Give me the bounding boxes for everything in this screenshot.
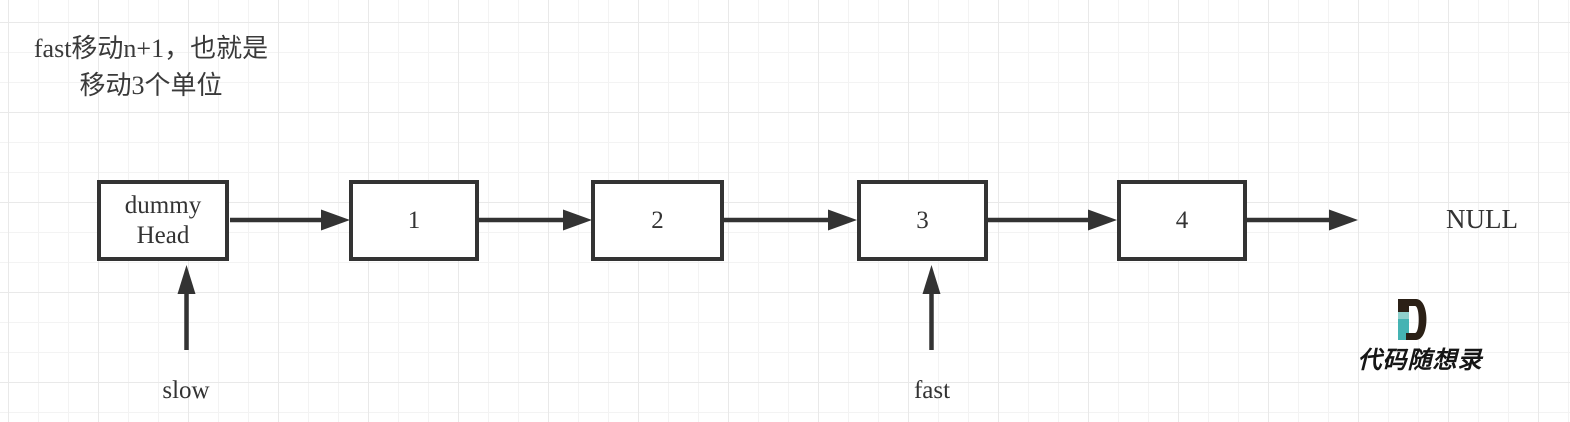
node-4: 4 (1117, 180, 1247, 261)
next-arrow-4-icon (987, 209, 1117, 231)
slow-pointer-label: slow (162, 377, 210, 404)
next-arrow-2-icon (478, 209, 592, 231)
annotation-line-2: 移动3个单位 (79, 71, 223, 100)
null-terminator-label: NULL (1446, 204, 1518, 234)
annotation-note: fast移动n+1，也就是 移动3个单位 (26, 30, 276, 104)
fast-pointer-label: fast (913, 377, 951, 404)
node-1: 1 (349, 180, 479, 261)
slow-pointer-arrow-icon (177, 265, 196, 350)
next-arrow-1-icon (230, 209, 350, 231)
node-dummy-head: dummy Head (97, 180, 229, 261)
d-logo-icon (1398, 299, 1427, 340)
fast-pointer-arrow-icon (922, 265, 941, 350)
next-arrow-3-icon (723, 209, 857, 231)
brand-name: 代码随想录 (1357, 346, 1483, 374)
annotation-line-1: fast移动n+1，也就是 (33, 34, 269, 63)
node-2: 2 (591, 180, 724, 261)
node-3: 3 (857, 180, 988, 261)
null-arrow-icon (1246, 209, 1358, 231)
